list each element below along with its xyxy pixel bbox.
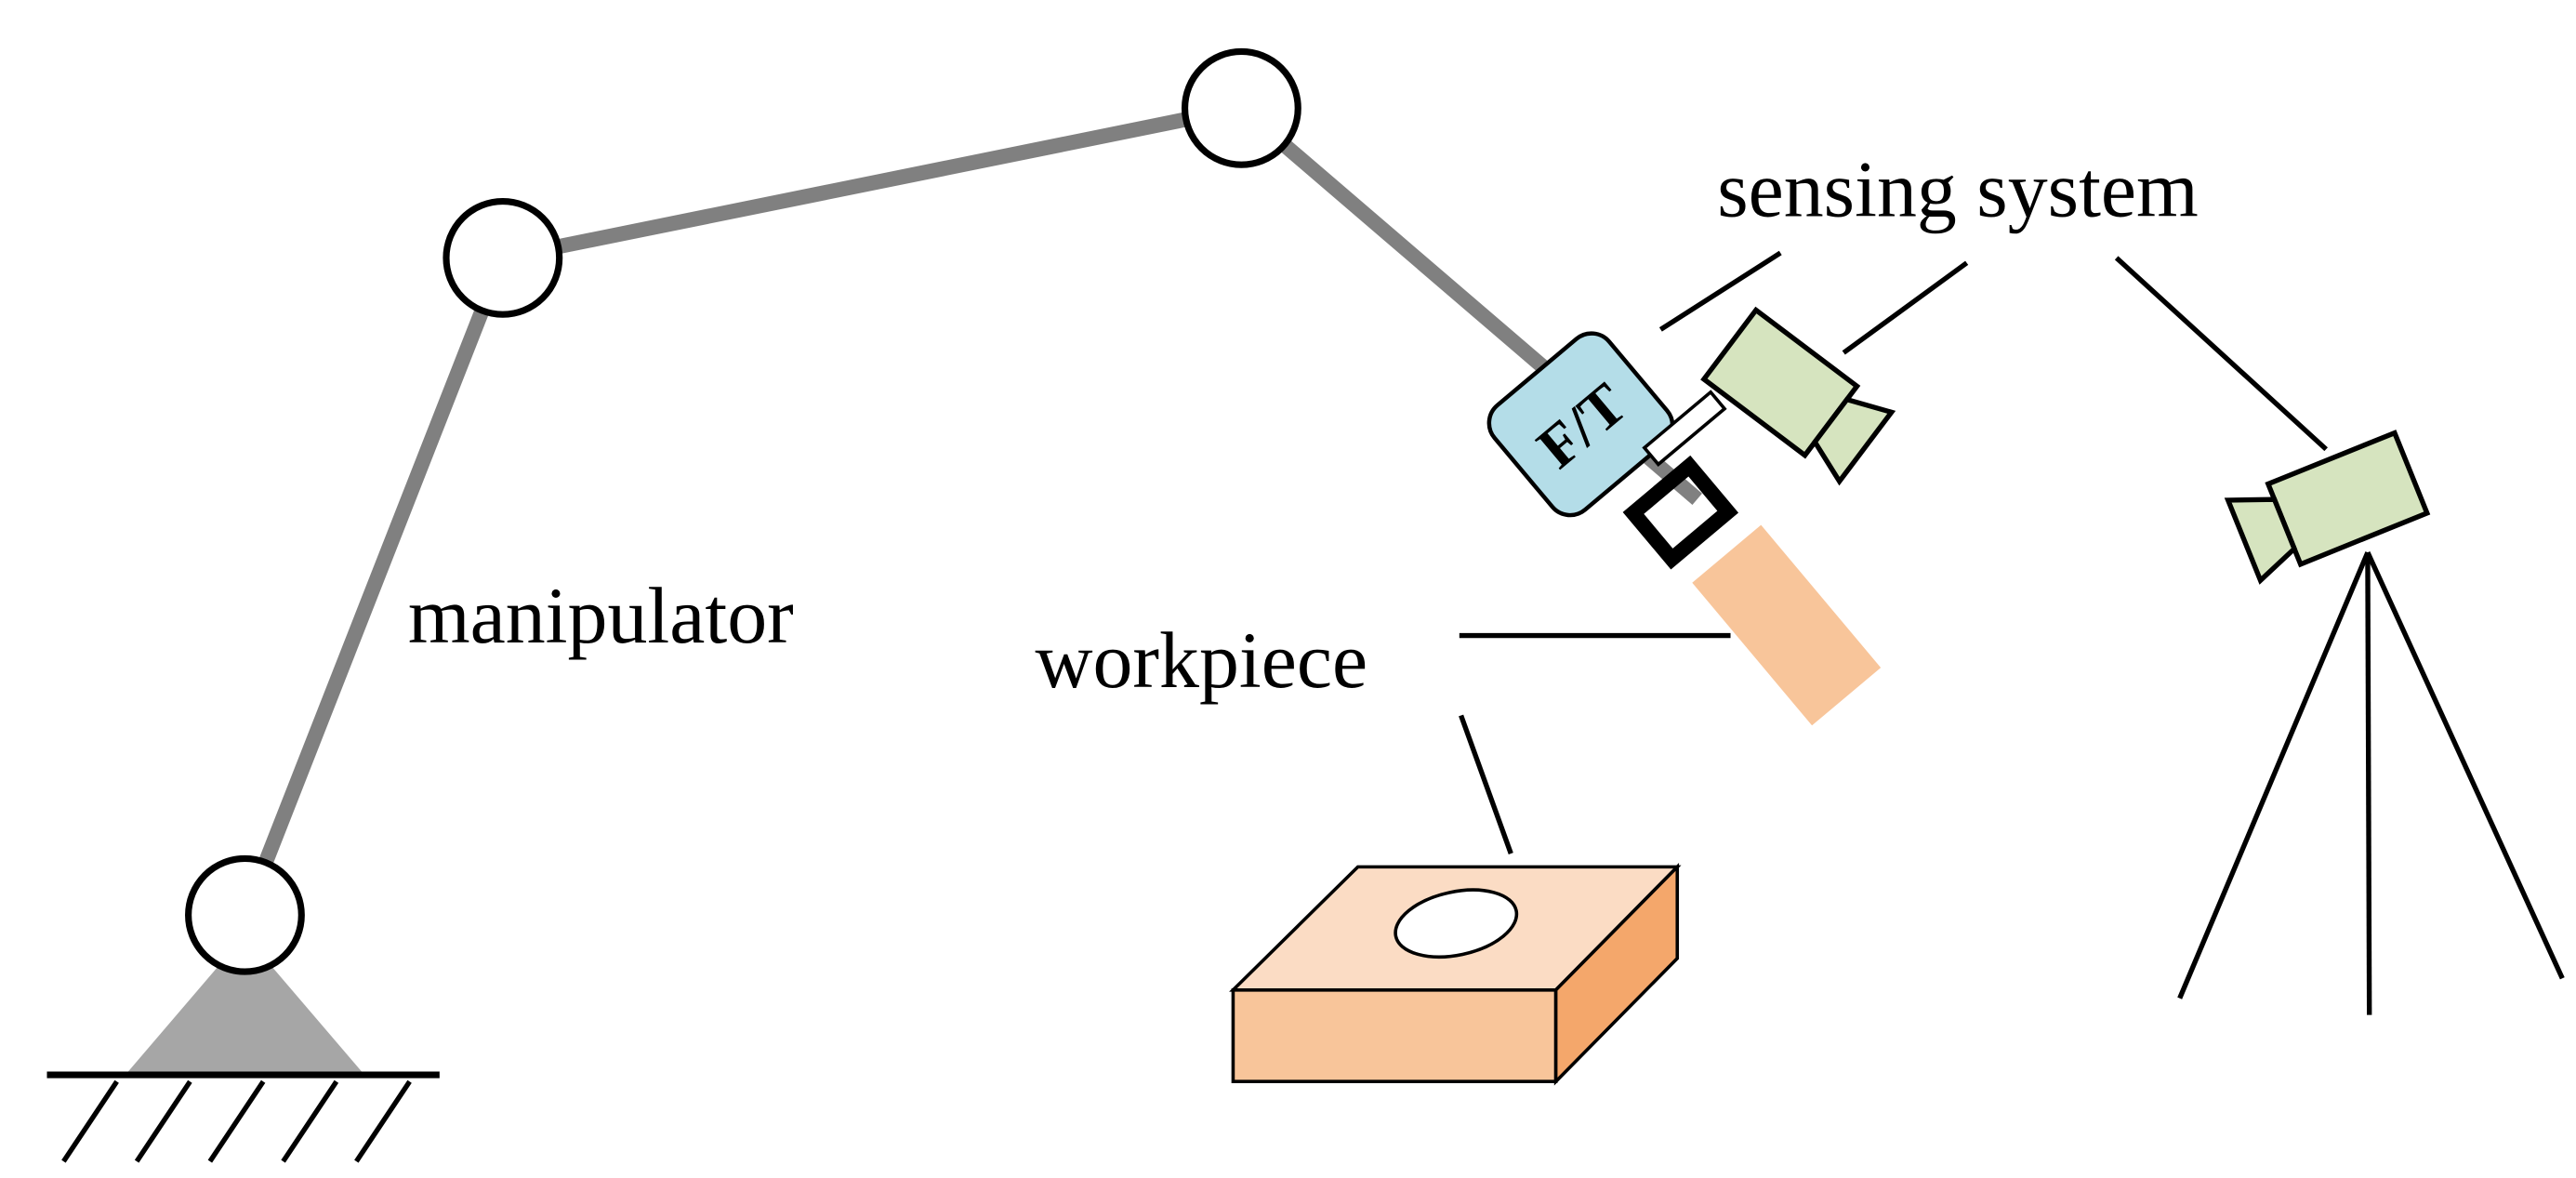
gripper [1622, 455, 1739, 570]
leader-workpiece-block [1459, 714, 1513, 854]
block-side [1553, 862, 1680, 1086]
joint-elbow [1181, 47, 1301, 168]
camera-mount-connector [1642, 390, 1727, 467]
joint-base [185, 854, 305, 975]
tripod [2177, 551, 2565, 1015]
base-triangle [126, 934, 363, 1074]
link-1 [237, 255, 510, 919]
ground-hatching [61, 1079, 412, 1163]
workpiece-peg [1692, 524, 1882, 726]
leader-hand-camera [1842, 260, 1969, 355]
block-hole [1394, 888, 1519, 959]
workpiece-label: workpiece [1035, 615, 1367, 705]
workpiece-block [1229, 862, 1682, 1086]
manipulator-label: manipulator [408, 571, 794, 660]
leader-lines [1459, 250, 2328, 854]
joint-shoulder [443, 197, 563, 318]
manipulator-joints [185, 47, 1301, 975]
block-front [1231, 987, 1558, 1083]
force-torque-sensor: F/T [1486, 331, 1675, 518]
leader-tripod-camera [2114, 256, 2328, 452]
leader-ft-sensor [1658, 250, 1782, 332]
tripod-camera [2224, 430, 2431, 585]
hand-camera [1700, 306, 1896, 486]
sensing-system-label: sensing system [1717, 145, 2199, 234]
ground-base [46, 934, 440, 1163]
link-2 [501, 100, 1243, 266]
